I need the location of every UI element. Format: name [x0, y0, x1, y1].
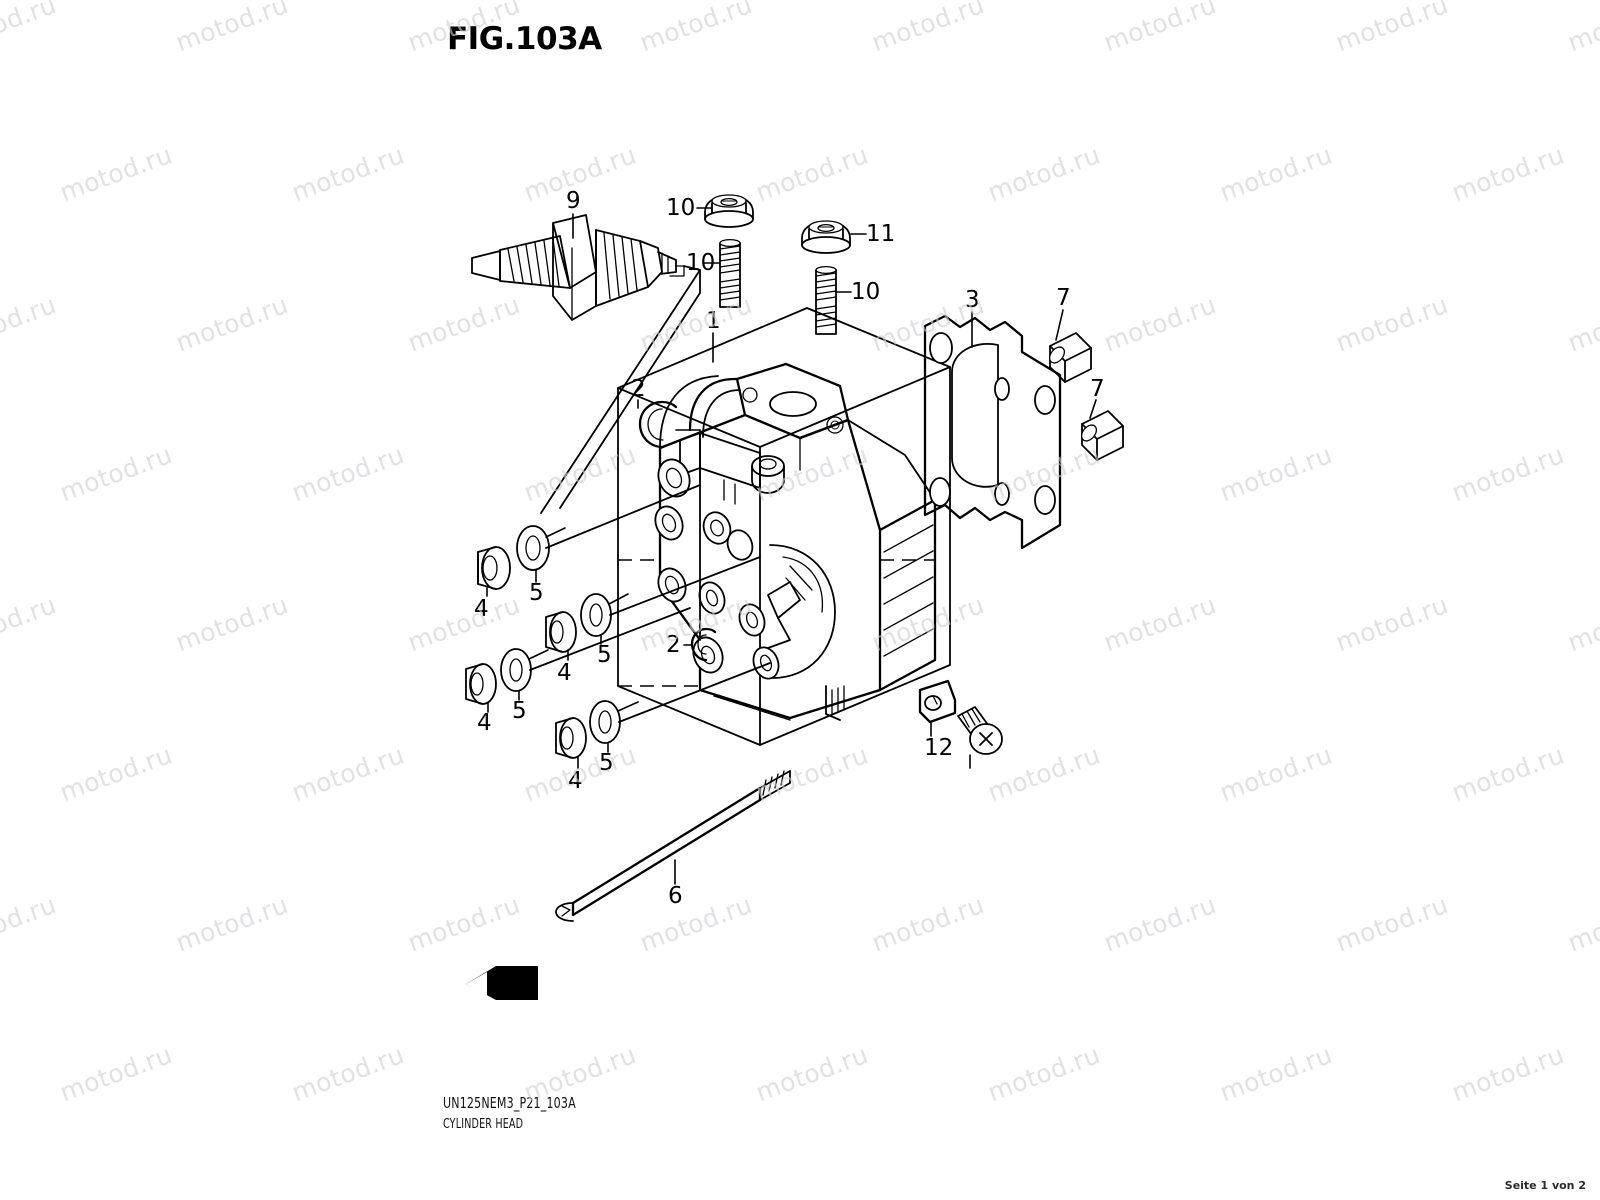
callout-6: 6 [668, 883, 683, 909]
part-nut-washer-set-1: 5 4 [474, 525, 566, 622]
callout-7-upper: 7 [1056, 285, 1071, 311]
part-cylinder-head-body [654, 362, 937, 721]
spark-plug-install-pointer [540, 265, 701, 514]
fwd-arrow-marker: FWD [466, 966, 540, 1000]
part-spark-plug: 9 [471, 188, 685, 321]
callout-5-2: 5 [597, 642, 612, 668]
callout-7-lower: 7 [1090, 376, 1105, 402]
callout-9-right: 10 [851, 279, 880, 305]
callout-2-lower: 2 [666, 632, 681, 658]
callout-10-left: 10 [666, 195, 695, 221]
part-phillips-screw [957, 706, 1003, 769]
callout-2-upper: 2 [631, 376, 646, 402]
part-nut-washer-set-3: 5 4 [465, 648, 549, 736]
part-snap-ring-upper: 2 [631, 376, 701, 481]
part-snap-ring-lower: 2 [666, 627, 717, 662]
page-indicator: Seite 1 von 2 [1504, 1179, 1586, 1192]
part-cylinder-head-bolt: 6 [555, 770, 791, 922]
callout-4-3: 4 [477, 710, 492, 736]
callout-4-2: 4 [557, 660, 572, 686]
part-breather-plate: 12 [918, 679, 957, 761]
callout-10-right: 11 [866, 221, 895, 247]
part-flange-nut-stud-right: 11 [801, 220, 895, 254]
part-stud-bolt-left: 10 [686, 238, 741, 308]
assembly-name: CYLINDER HEAD [443, 1117, 524, 1132]
port-bosses-mid [698, 511, 780, 680]
part-nut-washer-set-4: 5 4 [555, 700, 639, 794]
callout-5-1: 5 [529, 580, 544, 606]
part-stud-bolt-right: 10 [815, 265, 880, 335]
callout-3: 3 [965, 287, 980, 313]
part-flange-nut-stud-left: 10 [666, 194, 754, 228]
callout-5-3: 5 [512, 698, 527, 724]
callout-11: 12 [924, 735, 953, 761]
callout-5-4: 5 [599, 750, 614, 776]
callout-4-4: 4 [568, 768, 583, 794]
callout-4-1: 4 [474, 596, 489, 622]
part-code: UN125NEM3_P21_103A [443, 1094, 576, 1112]
diagram-caption: UN125NEM3_P21_103A CYLINDER HEAD [443, 1094, 605, 1132]
part-dowel-pin-upper: 7 [1048, 285, 1092, 383]
part-dowel-pin-lower: 7 [1080, 376, 1124, 461]
figure-title: FIG.103A [447, 21, 602, 57]
callout-1: 1 [706, 308, 721, 334]
part-nut-washer-set-2: 5 4 [545, 593, 629, 686]
assembly-axis-lines [529, 484, 935, 723]
part-cylinder-head-gasket: 3 [923, 287, 1062, 550]
port-bosses-left [654, 458, 724, 674]
callout-8: 9 [566, 188, 581, 214]
